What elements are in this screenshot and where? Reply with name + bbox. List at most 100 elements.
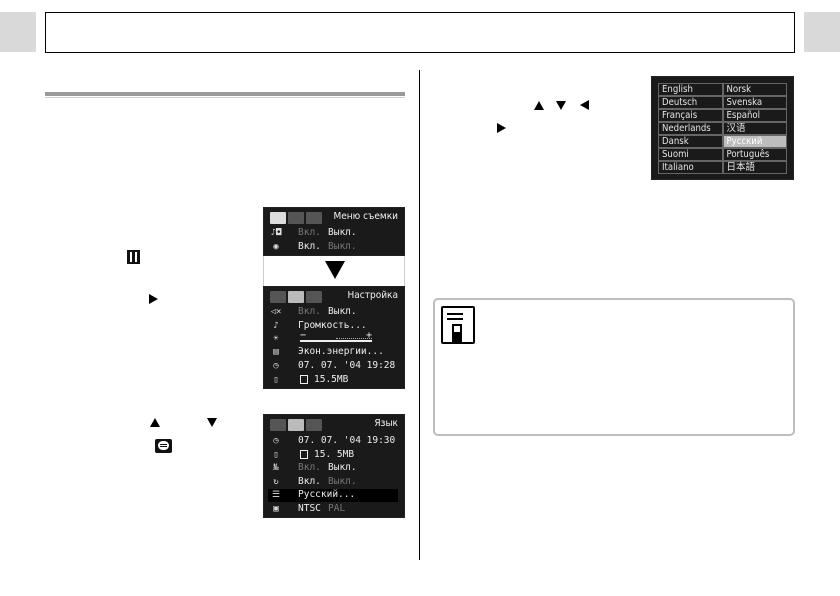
option-value: 15.5MB bbox=[314, 374, 349, 385]
menu-tabs bbox=[270, 419, 322, 431]
language-option[interactable]: Français bbox=[658, 109, 723, 122]
clock-icon: ◷ bbox=[273, 435, 279, 446]
menu-row-selected: ☰ Русский... bbox=[268, 489, 398, 502]
language-option[interactable]: Português bbox=[722, 148, 787, 161]
video-system-icon: ▣ bbox=[273, 503, 279, 514]
language-option[interactable]: 汉语 bbox=[722, 122, 787, 135]
option-value: PAL bbox=[328, 503, 346, 514]
language-option[interactable]: Italiano bbox=[658, 161, 723, 174]
setup-wrench-icon bbox=[127, 250, 140, 264]
lcd-language-grid: English Norsk Deutsch Svenska Français E… bbox=[651, 76, 794, 180]
menu-row: ◷ 07. 07. '04 19:30 bbox=[268, 435, 398, 448]
lcd-language-menu: Язык ◷ 07. 07. '04 19:30 ▯ 15. 5MB № Вкл… bbox=[263, 414, 405, 518]
setup-tab-icon bbox=[288, 291, 304, 303]
option-value: Выкл. bbox=[328, 306, 357, 317]
lcd-setup-menu: Настройка ◁× Вкл. Выкл. ♪ Громкость... ☀… bbox=[263, 286, 405, 389]
menu-row: ↻ Вкл. Выкл. bbox=[268, 476, 398, 489]
camera-tab-icon bbox=[270, 212, 286, 224]
menu-row: ▤ Экон.энергии... bbox=[268, 346, 398, 359]
my-camera-tab-icon bbox=[306, 291, 322, 303]
option-value: Вкл. bbox=[298, 227, 321, 238]
menu-tabs bbox=[270, 212, 322, 224]
option-value: 07. 07. '04 19:30 bbox=[298, 435, 396, 446]
right-arrow-icon bbox=[497, 123, 506, 133]
menu-row: ◷ 07. 07. '04 19:28 bbox=[268, 360, 398, 373]
menu-row: ☀ − + bbox=[268, 330, 398, 346]
card-icon: ▯ bbox=[273, 374, 279, 385]
up-arrow-icon bbox=[150, 418, 160, 427]
menu-row: ▯ 15. 5MB bbox=[268, 449, 398, 462]
brightness-icon: ☀ bbox=[273, 333, 279, 344]
menu-tabs bbox=[270, 291, 322, 303]
menu-row: ▯ 15.5MB bbox=[268, 374, 398, 387]
language-option[interactable]: 日本語 bbox=[722, 161, 787, 174]
menu-title: Настройка bbox=[347, 290, 398, 301]
language-option[interactable]: Suomi bbox=[658, 148, 723, 161]
brightness-ticks bbox=[336, 338, 372, 343]
my-camera-tab-icon bbox=[306, 212, 322, 224]
setup-tab-icon bbox=[288, 419, 304, 431]
language-option[interactable]: Español bbox=[722, 109, 787, 122]
option-value: 15. 5MB bbox=[314, 449, 355, 460]
language-option[interactable]: Norsk bbox=[722, 83, 787, 96]
right-arrow-icon bbox=[149, 294, 158, 304]
option-value: Выкл. bbox=[328, 227, 357, 238]
note-box bbox=[433, 298, 795, 436]
menu-title: Меню съемки bbox=[333, 211, 398, 222]
menu-row: ◁× Вкл. Выкл. bbox=[268, 306, 398, 319]
brightness-slider bbox=[300, 340, 372, 342]
memory-card-icon bbox=[300, 450, 308, 459]
option-value: Вкл. bbox=[298, 476, 321, 487]
option-value: 07. 07. '04 19:28 bbox=[298, 360, 396, 371]
down-arrow-icon bbox=[556, 101, 566, 110]
power-saving-icon: ▤ bbox=[273, 346, 279, 357]
option-value: Выкл. bbox=[328, 241, 357, 252]
language-option[interactable]: English bbox=[658, 83, 723, 96]
header-box bbox=[45, 12, 795, 53]
clock-icon: ◷ bbox=[273, 360, 279, 371]
left-arrow-icon bbox=[580, 100, 589, 110]
menu-row: ♪◘ Вкл. Выкл. bbox=[268, 227, 398, 240]
option-value: Выкл. bbox=[328, 462, 357, 473]
option-value: NTSC bbox=[298, 503, 321, 514]
option-value: Экон.энергии... bbox=[298, 346, 384, 357]
up-arrow-icon bbox=[534, 101, 544, 110]
language-option[interactable]: Deutsch bbox=[658, 96, 723, 109]
section-rule bbox=[45, 92, 405, 96]
option-value: Русский... bbox=[298, 489, 356, 500]
left-side-tab bbox=[0, 12, 36, 52]
option-value: Громкость... bbox=[298, 320, 367, 331]
lcd-shooting-menu: Меню съемки ♪◘ Вкл. Выкл. ◉ Вкл. Выкл. bbox=[263, 207, 405, 256]
language-button-icon bbox=[155, 439, 172, 453]
menu-row: ▣ NTSC PAL bbox=[268, 503, 398, 516]
language-option-selected[interactable]: Русский bbox=[722, 135, 787, 148]
option-value: Вкл. bbox=[298, 462, 321, 473]
section-rule-thin bbox=[45, 97, 405, 98]
menu-row: ◉ Вкл. Выкл. bbox=[268, 241, 398, 254]
camera-tab-icon bbox=[270, 419, 286, 431]
auto-rotate-icon: ↻ bbox=[273, 476, 279, 487]
menu-title: Язык bbox=[374, 418, 398, 429]
file-number-icon: № bbox=[273, 462, 279, 473]
menu-row: № Вкл. Выкл. bbox=[268, 462, 398, 475]
camera-sound-icon: ♪◘ bbox=[270, 227, 282, 238]
language-option[interactable]: Nederlands bbox=[658, 122, 723, 135]
language-option[interactable]: Svenska bbox=[722, 96, 787, 109]
setup-tab-icon bbox=[288, 212, 304, 224]
language-icon: ☰ bbox=[271, 489, 281, 500]
memory-card-icon bbox=[300, 375, 308, 384]
my-camera-tab-icon bbox=[306, 419, 322, 431]
menu-row: ♪ Громкость... bbox=[268, 320, 398, 333]
volume-icon: ♪ bbox=[273, 320, 279, 331]
language-grid: English Norsk Deutsch Svenska Français E… bbox=[658, 83, 787, 174]
down-arrow-icon bbox=[207, 418, 217, 427]
eye-icon: ◉ bbox=[273, 241, 279, 252]
language-option[interactable]: Dansk bbox=[658, 135, 723, 148]
brightness-plus: + bbox=[366, 330, 373, 341]
brightness-minus: − bbox=[300, 330, 307, 341]
big-down-arrow-icon bbox=[325, 261, 345, 279]
card-icon: ▯ bbox=[273, 449, 279, 460]
option-value: Вкл. bbox=[298, 241, 321, 252]
column-divider bbox=[419, 70, 420, 560]
option-value: Выкл. bbox=[328, 476, 357, 487]
